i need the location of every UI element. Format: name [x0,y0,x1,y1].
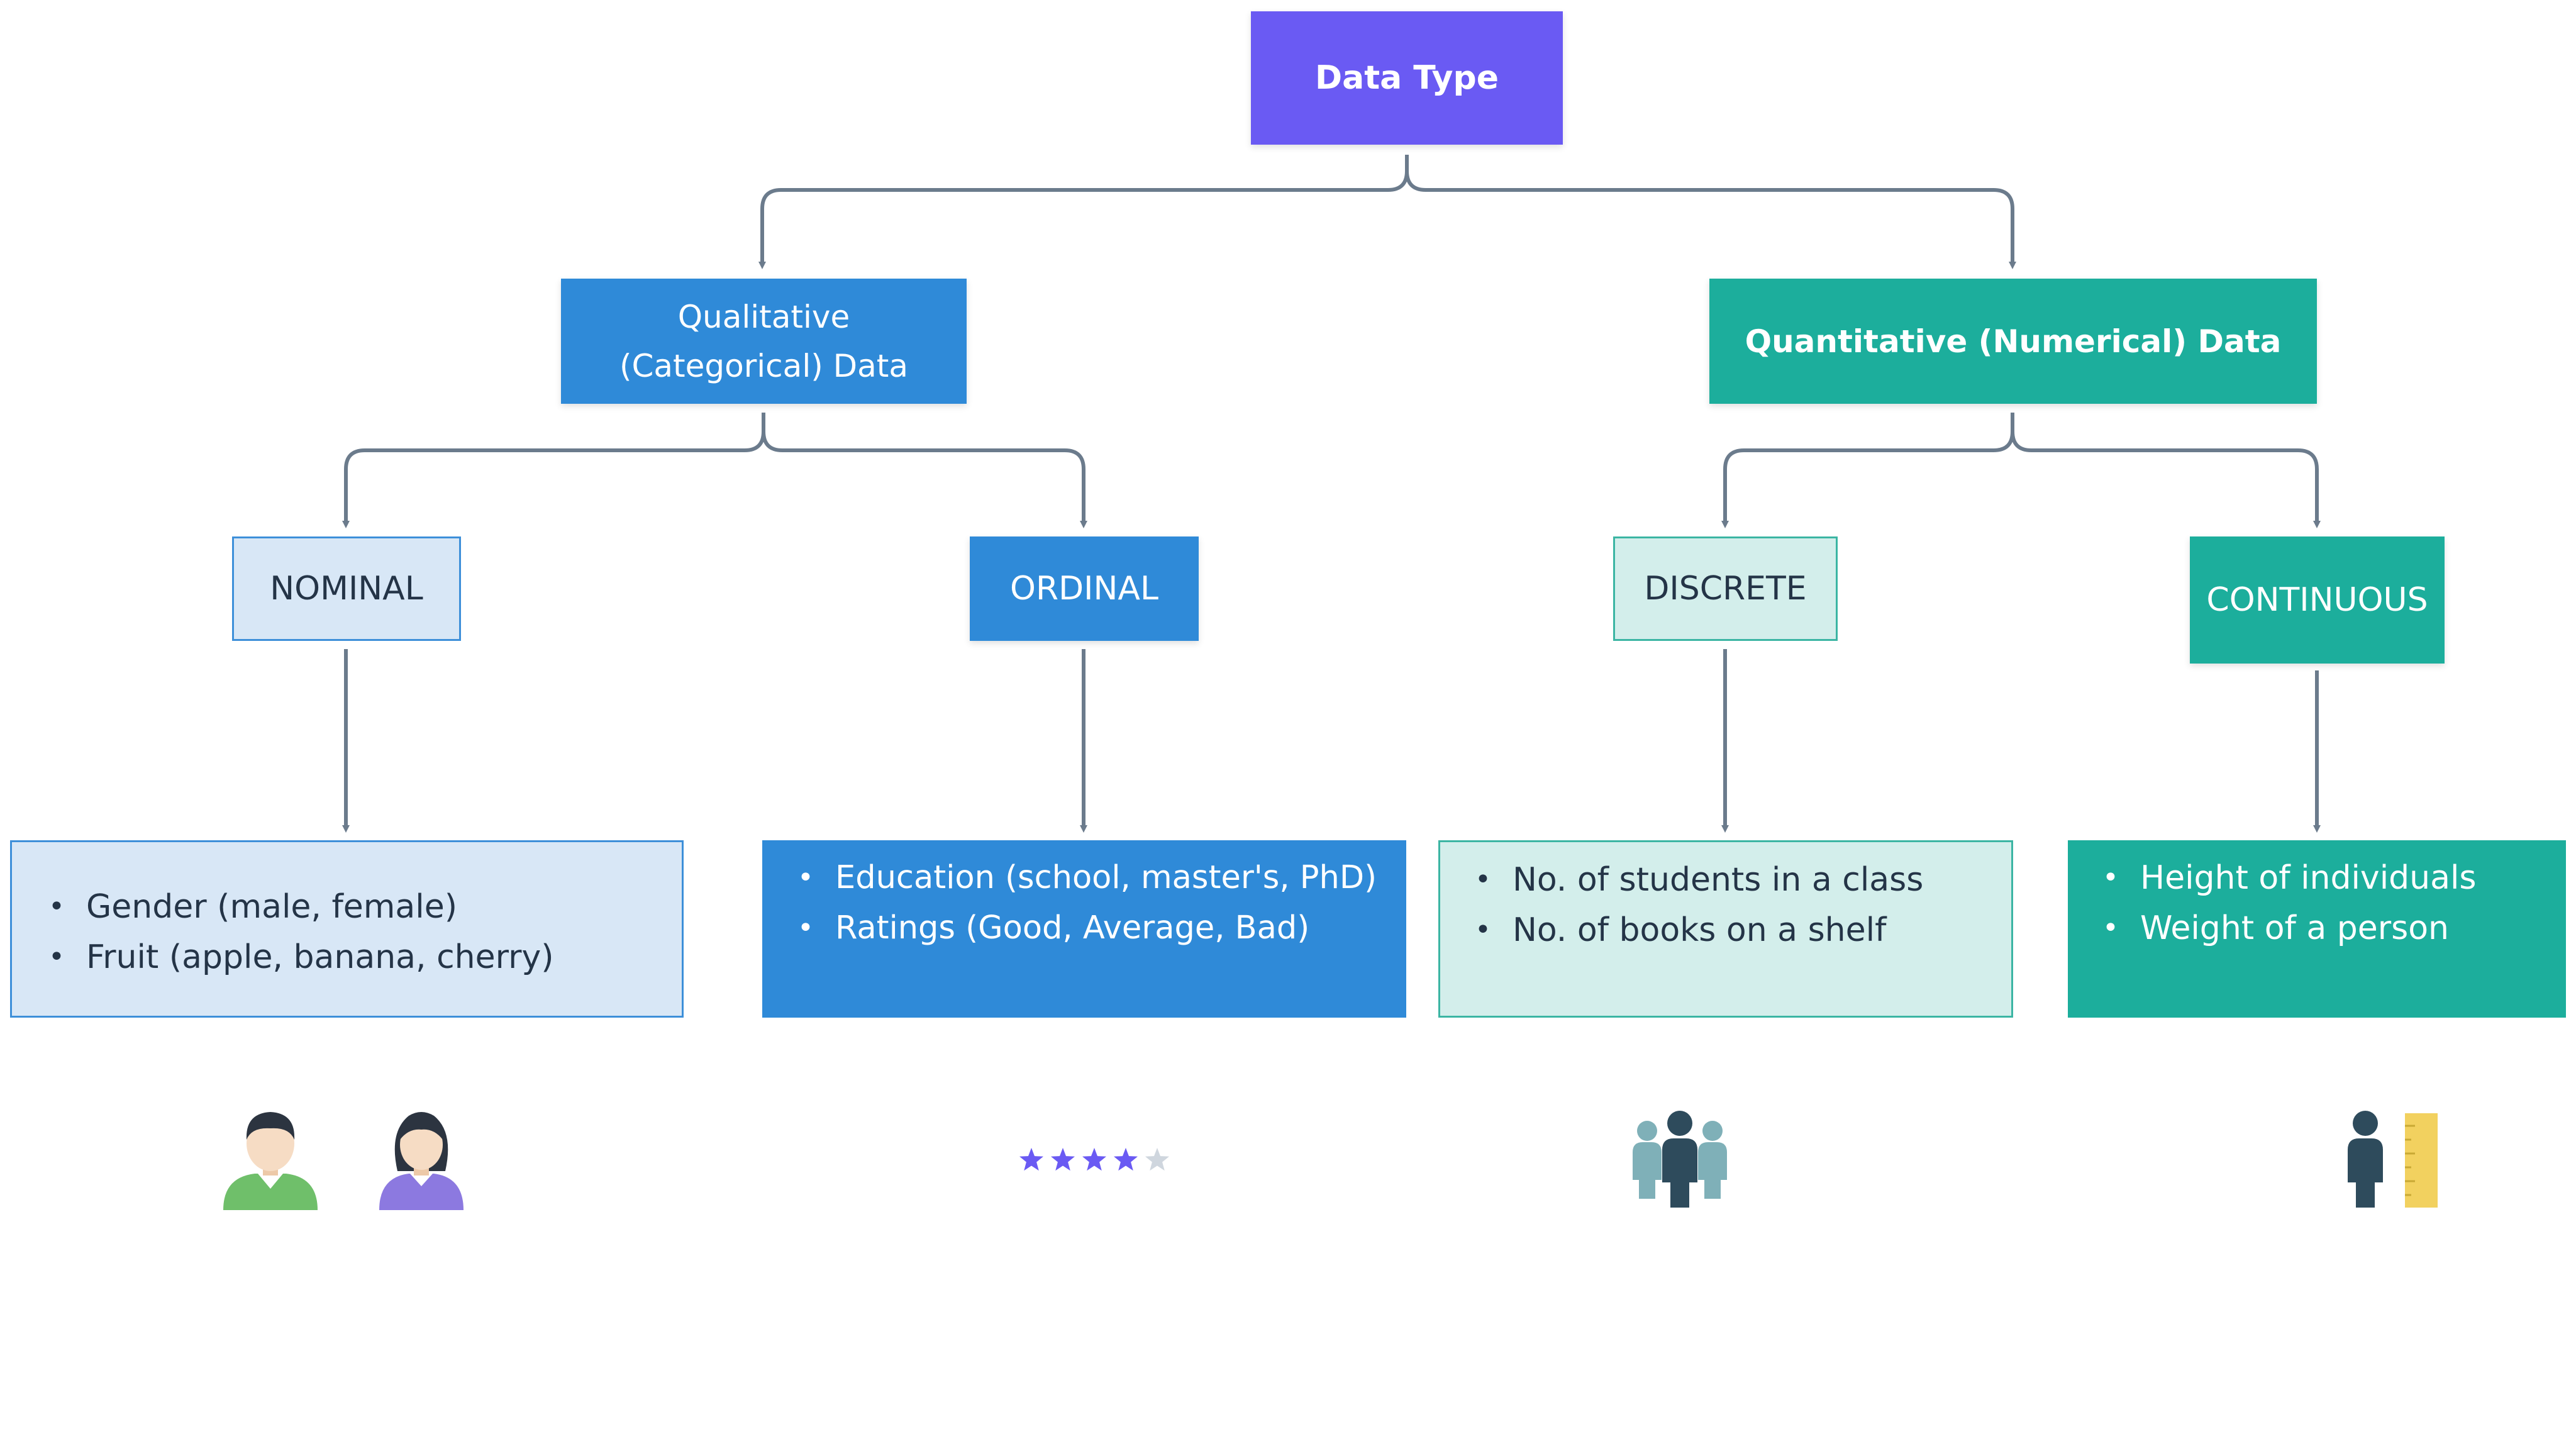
node-ordinal-label: ORDINAL [1010,570,1158,608]
node-continuous: CONTINUOUS [2190,536,2445,664]
connector-qualitative-to-ordinal [762,413,1087,528]
connector-qualitative-to-nominal [342,413,765,528]
node-quantitative-label: Quantitative (Numerical) Data [1745,323,2282,360]
ordinal-examples-box: Education (school, master's, PhD) Rating… [762,840,1406,1018]
discrete-examples-box: No. of students in a class No. of books … [1438,840,2013,1018]
node-discrete: DISCRETE [1613,536,1838,641]
connector-root-to-qualitative [758,155,1409,269]
nominal-examples-box: Gender (male, female) Fruit (apple, bana… [10,840,684,1018]
group-of-people-icon [1633,1111,1727,1208]
list-item: Education (school, master's, PhD) [797,853,1406,903]
connector-quantitative-to-discrete [1721,413,2014,528]
node-nominal-label: NOMINAL [270,570,423,608]
list-item: Ratings (Good, Average, Bad) [797,903,1406,953]
node-data-type: Data Type [1251,11,1563,145]
nominal-examples-list: Gender (male, female) Fruit (apple, bana… [48,882,682,982]
male-person-icon [223,1112,318,1210]
person-with-ruler-icon [2348,1111,2438,1208]
ordinal-examples-list: Education (school, master's, PhD) Rating… [797,853,1406,953]
star-filled-icon [1019,1148,1043,1171]
node-qualitative-line1: Qualitative [677,298,850,335]
star-empty-icon [1145,1148,1169,1171]
list-item: Gender (male, female) [48,882,682,932]
star-filled-icon [1051,1148,1075,1171]
female-person-icon [379,1112,464,1210]
list-item: No. of students in a class [1475,855,2011,905]
node-qualitative-line2: (Categorical) Data [619,347,908,384]
connector-root-to-quantitative [1405,155,2016,269]
node-qualitative: Qualitative (Categorical) Data [561,279,967,404]
star-filled-icon [1114,1148,1138,1171]
continuous-examples-box: Height of individuals Weight of a person [2068,840,2566,1018]
connector-quantitative-to-continuous [2011,413,2321,528]
node-discrete-label: DISCRETE [1644,570,1807,608]
node-nominal: NOMINAL [232,536,461,641]
node-ordinal: ORDINAL [970,536,1199,641]
star-rating-icon [1019,1148,1169,1171]
list-item: No. of books on a shelf [1475,905,2011,955]
node-quantitative: Quantitative (Numerical) Data [1709,279,2317,404]
star-filled-icon [1082,1148,1106,1171]
node-continuous-label: CONTINUOUS [2206,581,2428,619]
list-item: Weight of a person [2102,903,2566,953]
list-item: Height of individuals [2102,853,2566,903]
discrete-examples-list: No. of students in a class No. of books … [1475,855,2011,955]
list-item: Fruit (apple, banana, cherry) [48,932,682,982]
node-data-type-label: Data Type [1315,59,1499,97]
continuous-examples-list: Height of individuals Weight of a person [2102,853,2566,953]
